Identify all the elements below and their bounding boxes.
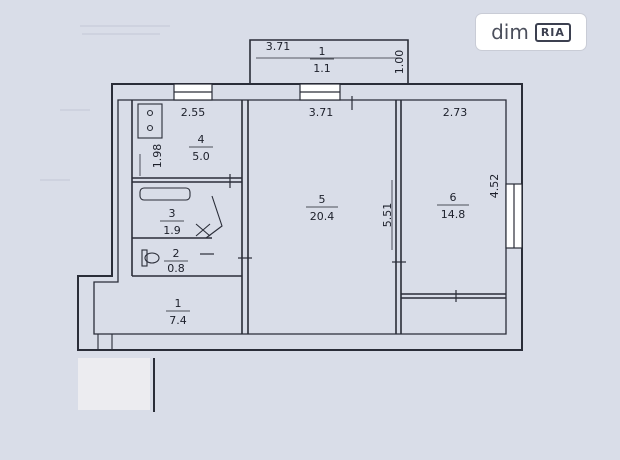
room-kitchen-area: 5.0 bbox=[192, 150, 210, 163]
room-hall-number: 1 bbox=[175, 297, 182, 310]
room-bedroom-area: 14.8 bbox=[441, 208, 466, 221]
room-bath-area: 1.9 bbox=[163, 224, 181, 237]
room-wc-area: 0.8 bbox=[167, 262, 185, 275]
bathtub-icon bbox=[139, 187, 191, 201]
watermark-badge: RIA bbox=[534, 22, 571, 42]
room-wc-number: 2 bbox=[173, 247, 180, 260]
entry-marks bbox=[97, 334, 113, 350]
dim-living-depth: 5.51 bbox=[381, 203, 394, 228]
toilet-icon bbox=[144, 252, 160, 264]
dim-balcony-width: 3.71 bbox=[266, 40, 291, 53]
room-kitchen-number: 4 bbox=[198, 133, 205, 146]
dim-ria-watermark: dim RIA bbox=[476, 14, 586, 50]
dim-kitchen-width: 2.55 bbox=[181, 106, 206, 119]
room-bath-number: 3 bbox=[169, 207, 176, 220]
dim-bedroom-width: 2.73 bbox=[443, 106, 468, 119]
room-balcony-number: 1 bbox=[319, 45, 326, 58]
interior-walls bbox=[131, 100, 506, 334]
bath-fixtures bbox=[139, 187, 223, 239]
dim-balcony-depth: 1.00 bbox=[393, 50, 406, 75]
room-balcony-area: 1.1 bbox=[313, 62, 331, 75]
balcony bbox=[249, 39, 409, 84]
kitchen-fixtures bbox=[137, 103, 163, 139]
bath-door-icon bbox=[205, 195, 223, 239]
windows bbox=[173, 83, 523, 249]
room-living-area: 20.4 bbox=[310, 210, 335, 223]
dimension-lines bbox=[139, 57, 400, 250]
dim-bedroom-depth: 4.52 bbox=[488, 174, 501, 199]
watermark-brand: dim bbox=[491, 20, 529, 44]
entrance-block bbox=[78, 358, 150, 410]
room-living-number: 5 bbox=[319, 193, 326, 206]
room-bedroom-number: 6 bbox=[450, 191, 457, 204]
stove-icon bbox=[137, 103, 163, 139]
door-marks bbox=[200, 96, 457, 302]
dim-kitchen-depth: 1.98 bbox=[151, 144, 164, 169]
outer-walls bbox=[77, 83, 523, 351]
dim-living-width: 3.71 bbox=[309, 106, 334, 119]
faint-background-text bbox=[40, 25, 170, 181]
wc-fixtures bbox=[141, 249, 160, 267]
room-hall-area: 7.4 bbox=[169, 314, 187, 327]
